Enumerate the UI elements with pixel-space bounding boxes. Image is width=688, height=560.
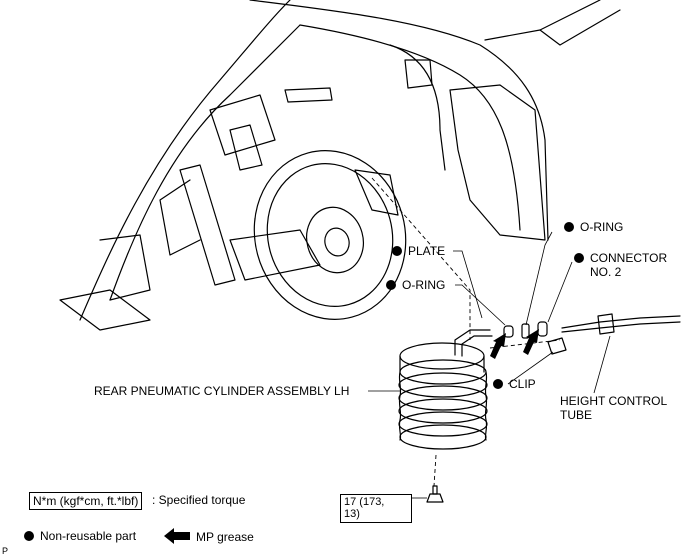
plate-label: PLATE <box>392 244 445 258</box>
plate-part <box>521 323 530 339</box>
o-ring-top-label: O-RING <box>564 220 623 234</box>
mp-grease-legend-text: MP grease <box>196 530 254 544</box>
non-reusable-legend: Non-reusable part <box>24 529 136 543</box>
non-reusable-dot-icon <box>564 222 574 232</box>
grease-arrow-icon <box>490 333 506 359</box>
wheelhouse-liner <box>389 44 446 171</box>
hub <box>306 206 364 274</box>
clip-label: CLIP <box>493 377 536 391</box>
body-outline <box>79 0 291 321</box>
grease-arrow-icon <box>523 329 539 355</box>
body-outline-inner <box>109 24 301 301</box>
lower-sill <box>59 289 151 331</box>
torque-value-box: 17 (173, 13) <box>340 494 412 523</box>
mudflap <box>449 84 546 241</box>
non-reusable-dot-icon <box>493 379 503 389</box>
corner-mark: P <box>2 546 9 556</box>
leader-connector <box>547 261 573 323</box>
air-fitting <box>454 329 491 356</box>
cylinder-label: REAR PNEUMATIC CYLINDER ASSEMBLY LH <box>94 384 350 398</box>
leader-height-tube <box>593 335 611 394</box>
non-reusable-dot-icon <box>574 253 584 263</box>
height-control-tube-label: HEIGHT CONTROL TUBE <box>560 394 668 422</box>
mp-grease-arrow-icon <box>164 528 190 544</box>
leader-o-ring-top <box>525 231 553 326</box>
cylinder-top <box>399 342 485 370</box>
o-ring-part <box>503 325 514 338</box>
leader-o-ring-mid <box>455 284 506 326</box>
non-reusable-dot-icon <box>24 531 34 541</box>
torque-legend-text: : Specified torque <box>152 493 246 507</box>
non-reusable-dot-icon <box>392 246 402 256</box>
leader-plate <box>453 250 483 319</box>
caliper <box>354 169 399 216</box>
fender-arch-inner <box>299 24 521 231</box>
shock-absorber <box>179 164 236 286</box>
leader-clip <box>507 351 554 385</box>
o-ring-mid-label: O-RING <box>386 278 445 292</box>
fender-arch <box>249 0 549 241</box>
connector-part <box>537 321 548 337</box>
height-control-tube <box>561 315 681 329</box>
bolt <box>426 493 444 503</box>
clip-part <box>547 337 567 355</box>
brake-disc-outer <box>253 150 407 320</box>
torque-legend-box: N*m (kgf*cm, ft.*lbf) <box>29 492 143 510</box>
non-reusable-dot-icon <box>386 280 396 290</box>
connector-label: CONNECTOR NO. 2 <box>574 251 667 279</box>
brake-disc-inner <box>266 163 394 307</box>
